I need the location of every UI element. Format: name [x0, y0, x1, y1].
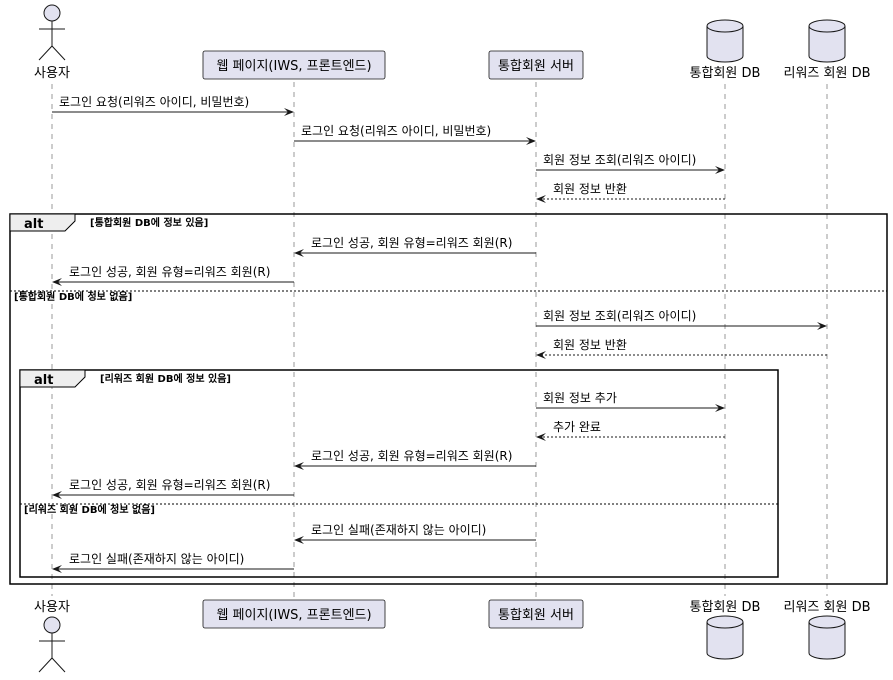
database-icon — [808, 615, 846, 660]
alt-fragment-inner: alt [리워즈 회원 DB에 정보 있음] [리워즈 회원 DB에 정보 없음… — [19, 369, 779, 578]
message-label: 로그인 요청(리워즈 아이디, 비밀번호) — [301, 124, 491, 138]
message-4: 회원 정보 반환 — [536, 182, 725, 203]
database-rewards-bottom: 리워즈 회원 DB — [784, 600, 871, 660]
database-unified-bottom: 통합회원 DB — [690, 600, 761, 660]
actor-leg-left — [38, 45, 53, 61]
actor-user-bottom: 사용자 — [34, 600, 70, 673]
database-icon — [706, 615, 744, 660]
arrowhead-icon — [817, 322, 827, 330]
participant-box-web-bottom — [202, 599, 386, 629]
message-6: 로그인 성공, 회원 유형=리워즈 회원(R) — [52, 265, 294, 286]
participant-label-user: 사용자 — [34, 66, 70, 81]
message-12: 로그인 성공, 회원 유형=리워즈 회원(R) — [52, 478, 294, 499]
message-label: 추가 완료 — [553, 420, 601, 434]
database-icon — [808, 19, 846, 63]
alt-keyword-inner: alt — [34, 373, 53, 388]
message-label: 로그인 요청(리워즈 아이디, 비밀번호) — [59, 95, 249, 109]
message-13: 로그인 실패(존재하지 않는 아이디) — [294, 523, 536, 544]
participant-label-rewards-db-bottom: 리워즈 회원 DB — [784, 600, 871, 615]
message-11: 로그인 성공, 회원 유형=리워즈 회원(R) — [294, 449, 536, 470]
alt-tab-outer — [9, 213, 76, 232]
participants-bottom: 사용자 웹 페이지(IWS, 프론트엔드) 통합회원 서버 통합회원 DB 리워… — [34, 599, 871, 673]
participant-label-web: 웹 페이지(IWS, 프론트엔드) — [216, 59, 371, 74]
else-guard-outer: [통합회원 DB에 정보 없음] — [14, 290, 132, 303]
database-rim — [808, 621, 846, 629]
alt-guard-inner: [리워즈 회원 DB에 정보 있음] — [100, 372, 231, 385]
participant-server-bottom: 통합회원 서버 — [488, 599, 584, 629]
message-14: 로그인 실패(존재하지 않는 아이디) — [52, 552, 294, 573]
alt-frame-inner — [19, 369, 779, 578]
participant-server-top: 통합회원 서버 — [488, 50, 584, 80]
actor-leg-left — [38, 657, 53, 673]
message-label: 회원 정보 반환 — [553, 182, 627, 196]
arrowhead-icon — [294, 462, 304, 470]
participant-box-server — [488, 50, 584, 80]
messages: 로그인 요청(리워즈 아이디, 비밀번호) 로그인 요청(리워즈 아이디, 비밀번… — [52, 95, 827, 573]
arrowhead-icon — [284, 108, 294, 116]
alt-tab-inner — [19, 369, 86, 388]
message-label: 로그인 성공, 회원 유형=리워즈 회원(R) — [311, 449, 512, 463]
database-rim — [808, 25, 846, 33]
participant-label-server-bottom: 통합회원 서버 — [498, 608, 574, 623]
else-guard-inner: [리워즈 회원 DB에 정보 없음] — [24, 503, 155, 516]
message-5: 로그인 성공, 회원 유형=리워즈 회원(R) — [294, 236, 536, 257]
participant-box-web — [202, 50, 386, 80]
message-label: 회원 정보 반환 — [553, 338, 627, 352]
participants-top: 사용자 웹 페이지(IWS, 프론트엔드) 통합회원 서버 통합회원 DB 리워… — [34, 4, 871, 81]
actor-head-icon — [43, 4, 61, 22]
message-label: 회원 정보 추가 — [543, 391, 617, 405]
actor-user-top: 사용자 — [34, 4, 70, 81]
arrowhead-icon — [536, 195, 546, 203]
arrowhead-icon — [715, 404, 725, 412]
arrowhead-icon — [52, 278, 62, 286]
message-label: 회원 정보 조회(리워즈 아이디) — [543, 309, 696, 323]
actor-leg-right — [51, 45, 66, 61]
message-label: 로그인 성공, 회원 유형=리워즈 회원(R) — [69, 265, 270, 279]
message-8: 회원 정보 반환 — [536, 338, 827, 359]
lifelines — [51, 82, 828, 598]
message-label: 회원 정보 조회(리워즈 아이디) — [543, 153, 696, 167]
participant-label-unified-db-bottom: 통합회원 DB — [690, 600, 761, 615]
message-1: 로그인 요청(리워즈 아이디, 비밀번호) — [52, 95, 294, 116]
arrowhead-icon — [294, 536, 304, 544]
message-7: 회원 정보 조회(리워즈 아이디) — [536, 309, 827, 330]
message-10: 추가 완료 — [536, 420, 725, 441]
participant-box-server-bottom — [488, 599, 584, 629]
database-rewards-top: 리워즈 회원 DB — [784, 19, 871, 81]
participant-web-top: 웹 페이지(IWS, 프론트엔드) — [202, 50, 386, 80]
arrowhead-icon — [52, 565, 62, 573]
message-label: 로그인 실패(존재하지 않는 아이디) — [69, 552, 244, 566]
alt-guard-outer: [통합회원 DB에 정보 있음] — [90, 216, 208, 229]
database-unified-top: 통합회원 DB — [690, 19, 761, 81]
message-2: 로그인 요청(리워즈 아이디, 비밀번호) — [294, 124, 536, 145]
arrowhead-icon — [536, 351, 546, 359]
message-label: 로그인 성공, 회원 유형=리워즈 회원(R) — [69, 478, 270, 492]
actor-head-icon — [43, 616, 61, 634]
database-icon — [706, 19, 744, 63]
participant-label-web-bottom: 웹 페이지(IWS, 프론트엔드) — [216, 608, 371, 623]
arrowhead-icon — [294, 249, 304, 257]
alt-fragment-outer: alt [통합회원 DB에 정보 있음] [통합회원 DB에 정보 없음] — [9, 213, 888, 585]
actor-leg-right — [51, 657, 66, 673]
participant-label-rewards-db: 리워즈 회원 DB — [784, 66, 871, 81]
alt-keyword-outer: alt — [24, 217, 43, 232]
arrowhead-icon — [715, 166, 725, 174]
arrowhead-icon — [52, 491, 62, 499]
participant-label-server: 통합회원 서버 — [498, 59, 574, 74]
database-rim — [706, 621, 744, 629]
arrowhead-icon — [526, 137, 536, 145]
message-label: 로그인 실패(존재하지 않는 아이디) — [311, 523, 486, 537]
database-rim — [706, 25, 744, 33]
message-9: 회원 정보 추가 — [536, 391, 725, 412]
participant-label-user-bottom: 사용자 — [34, 600, 70, 615]
participant-label-unified-db: 통합회원 DB — [690, 66, 761, 81]
arrowhead-icon — [536, 433, 546, 441]
message-label: 로그인 성공, 회원 유형=리워즈 회원(R) — [311, 236, 512, 250]
message-3: 회원 정보 조회(리워즈 아이디) — [536, 153, 725, 174]
alt-frame-outer — [9, 213, 888, 585]
participant-web-bottom: 웹 페이지(IWS, 프론트엔드) — [202, 599, 386, 629]
